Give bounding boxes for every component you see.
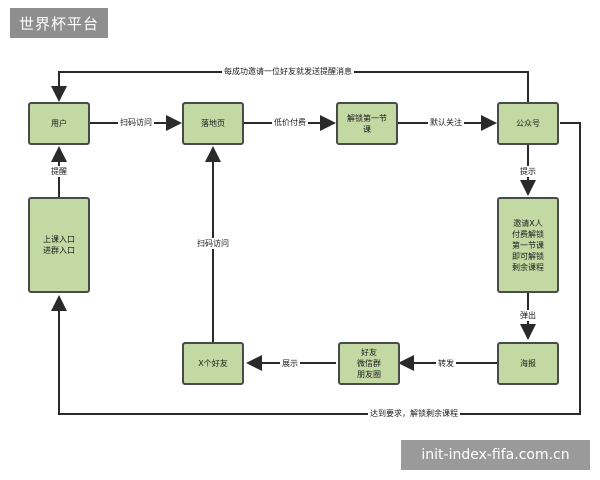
platform-tag: 世界杯平台 [10, 8, 108, 38]
label-popup: 弹出 [518, 310, 538, 321]
label-top-loop: 每成功邀请一位好友就发送提醒消息 [222, 66, 354, 77]
label-show: 展示 [280, 358, 300, 369]
label-remind: 提醒 [49, 166, 69, 177]
node-unlock-first-lesson: 解锁第一节 课 [336, 102, 398, 145]
edge-bottom-loop [51, 122, 581, 415]
label-bottom-loop: 达到要求，解锁剩余课程 [368, 408, 460, 419]
label-prompt: 提示 [518, 166, 538, 177]
node-landing-page: 落地页 [182, 102, 244, 145]
node-share-channels: 好友 微信群 朋友圈 [338, 342, 400, 385]
label-default-follow: 默认关注 [428, 117, 464, 128]
site-watermark: init-index-fifa.com.cn [401, 440, 590, 470]
node-invite-rule: 邀请X人 付费解锁 第一节课 即可解锁 剩余课程 [497, 197, 559, 293]
label-forward: 转发 [436, 358, 456, 369]
node-x-friends: X个好友 [182, 342, 244, 385]
node-entry: 上课入口 进群入口 [28, 197, 90, 293]
node-official-account: 公众号 [497, 102, 559, 145]
label-scan-visit-2: 扫码访问 [195, 238, 231, 249]
label-scan-visit-1: 扫码访问 [118, 117, 154, 128]
label-low-price: 低价付费 [272, 117, 308, 128]
node-user: 用户 [28, 102, 90, 145]
node-poster: 海报 [497, 342, 559, 385]
